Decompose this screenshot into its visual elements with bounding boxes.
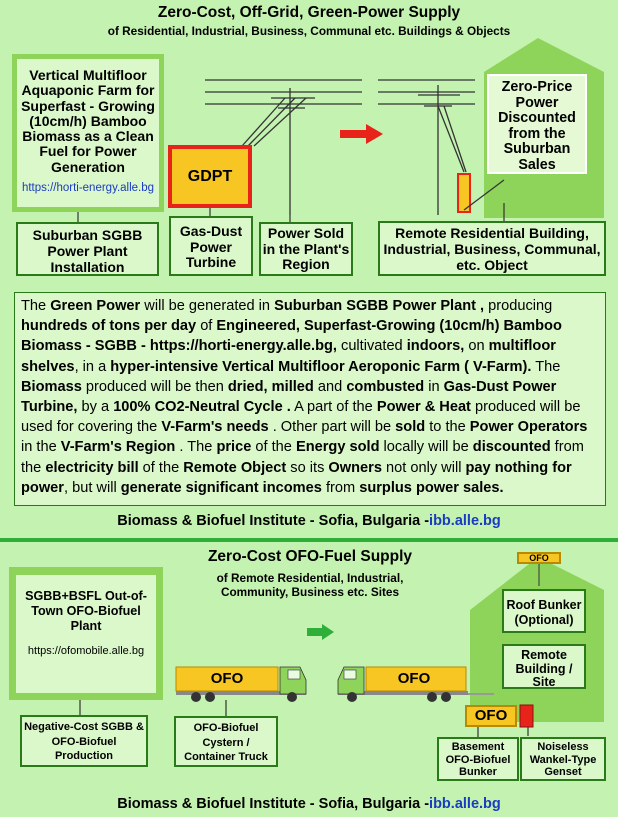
- truck-left-icon: [175, 666, 307, 702]
- paragraph-segment: of: [196, 318, 217, 335]
- gdpt-box: GDPT: [168, 145, 252, 208]
- farm-box-text: Vertical Multifloor Aquaponic Farm for S…: [21, 67, 155, 175]
- paragraph-segment: price: [216, 439, 252, 456]
- paragraph-segment: in the: [21, 439, 61, 456]
- truck-right-icon: [337, 666, 468, 702]
- green-arrow-icon: [307, 624, 334, 640]
- bottom-footer-text: Biomass & Biofuel Institute - Sofia, Bul…: [117, 796, 430, 812]
- top-footer-link[interactable]: ibb.alle.bg: [429, 513, 501, 529]
- bottom-subtitle: of Remote Residential, Industrial, Commu…: [216, 571, 404, 599]
- label-remote-object: Remote Residential Building, Industrial,…: [378, 221, 606, 276]
- paragraph-segment: dried, milled: [227, 378, 314, 395]
- house-bottom-shape: [470, 557, 604, 722]
- paragraph-segment: . Other part will be: [268, 419, 396, 436]
- roof-ofo-tag: OFO: [517, 552, 561, 564]
- paragraph-segment: produced will be used for covering the: [21, 399, 581, 436]
- label-power-sold: Power Sold in the Plant's Region: [259, 222, 353, 276]
- label-basement-bunker: Basement OFO-Biofuel Bunker: [437, 737, 519, 781]
- paragraph-segment: hundreds of tons per day: [21, 318, 197, 335]
- paragraph-segment: will be generated in: [140, 298, 275, 314]
- red-arrow-icon: [340, 124, 383, 144]
- paragraph-segment: from the: [21, 439, 584, 476]
- farm-box: Vertical Multifloor Aquaponic Farm for S…: [12, 54, 164, 212]
- truck-left-label: OFO: [210, 670, 244, 687]
- farm-box-link[interactable]: https://horti-energy.alle.bg: [21, 182, 155, 195]
- truck-right-label: OFO: [397, 670, 431, 687]
- bottom-title: Zero-Cost OFO-Fuel Supply: [207, 548, 413, 565]
- label-plant: Suburban SGBB Power Plant Installation: [16, 222, 159, 276]
- paragraph-segment: pay nothing for power: [21, 459, 572, 496]
- label-negative-cost: Negative-Cost SGBB & OFO-Biofuel Product…: [20, 715, 148, 767]
- paragraph-segment: from: [321, 479, 360, 496]
- paragraph-segment: Owners: [328, 459, 382, 476]
- paragraph-segment: by a: [77, 399, 114, 416]
- paragraph-segment: Power Operators: [469, 419, 588, 436]
- paragraph-segment: Green Power: [50, 298, 141, 314]
- ofo-plant-link[interactable]: https://ofomobile.alle.bg: [27, 645, 145, 657]
- paragraph-segment: , but will: [63, 479, 121, 496]
- paragraph-segment: electricity bill: [45, 459, 139, 476]
- paragraph-segment: on: [464, 338, 489, 355]
- section-divider: [0, 538, 618, 542]
- paragraph-segment: Suburban SGBB Power Plant ,: [274, 298, 485, 314]
- paragraph-segment: indoors,: [406, 338, 465, 355]
- label-turbine: Gas-Dust Power Turbine: [169, 216, 253, 276]
- label-cystern-truck: OFO-Biofuel Cystern / Container Truck: [174, 716, 278, 767]
- paragraph-segment: Biomass: [21, 378, 82, 395]
- paragraph-segment: , in a: [74, 358, 111, 375]
- genset-icon: [519, 704, 534, 728]
- paragraph-segment: The: [531, 358, 561, 375]
- paragraph-segment: The: [21, 298, 51, 314]
- paragraph-segment: surplus power sales.: [359, 479, 504, 496]
- paragraph-segment: generate significant incomes: [120, 479, 322, 496]
- power-meter-icon: [457, 173, 471, 213]
- paragraph-segment: sold: [395, 419, 426, 436]
- ofo-plant-text: SGBB+BSFL Out-of-Town OFO-Biofuel Plant: [25, 589, 147, 633]
- paragraph-segment: discounted: [472, 439, 551, 456]
- bottom-footer-link[interactable]: ibb.alle.bg: [429, 796, 501, 812]
- paragraph-segment: 100% CO2-Neutral Cycle .: [113, 399, 291, 416]
- paragraph-segment: to the: [425, 419, 470, 436]
- power-pole-left: [205, 79, 362, 215]
- paragraph-segment: . The: [175, 439, 217, 456]
- paragraph-segment: Energy sold: [295, 439, 380, 456]
- roof-bunker-box: Roof Bunker (Optional): [502, 589, 586, 633]
- paragraph-segment: Gas-Dust Power Turbine,: [21, 378, 557, 416]
- paragraph-segment: producing: [484, 298, 553, 314]
- ofo-plant-box: SGBB+BSFL Out-of-Town OFO-Biofuel Plant …: [16, 575, 156, 693]
- paragraph-segment: V-Farm's needs: [161, 419, 269, 436]
- paragraph-segment: V-Farm's Region: [60, 439, 176, 456]
- paragraph-segment: combusted: [346, 378, 425, 395]
- top-footer-text: Biomass & Biofuel Institute - Sofia, Bul…: [117, 513, 430, 529]
- paragraph-segment: in: [424, 378, 444, 395]
- paragraph-segment: of the: [251, 439, 296, 456]
- paragraph-segment: so its: [286, 459, 329, 476]
- paragraph-segment: locally will be: [379, 439, 473, 456]
- top-subtitle: of Residential, Industrial, Business, Co…: [107, 24, 511, 38]
- paragraph-segment: multifloor shelves: [21, 338, 556, 375]
- paragraph-segment: Remote Object: [183, 459, 287, 476]
- top-title: Zero-Cost, Off-Grid, Green-Power Supply: [157, 4, 461, 21]
- paragraph-segment: Engineered, Superfast-Growing (10cm/h) B…: [21, 318, 562, 355]
- paragraph-segment: Power & Heat: [376, 399, 471, 416]
- paragraph-segment: not only will: [381, 459, 466, 476]
- basement-ofo-tag: OFO: [465, 705, 517, 727]
- remote-site-box: Remote Building / Site: [502, 644, 586, 689]
- paragraph-segment: A part of the: [290, 399, 377, 416]
- paragraph-segment: hyper-intensive Vertical Multifloor Aero…: [110, 358, 532, 375]
- paragraph-segment: and: [313, 378, 347, 395]
- paragraph-segment: of the: [138, 459, 184, 476]
- top-footer: Biomass & Biofuel Institute - Sofia, Bul…: [0, 513, 618, 529]
- description-paragraph: The Green Power will be generated in Sub…: [14, 292, 606, 506]
- bottom-footer: Biomass & Biofuel Institute - Sofia, Bul…: [0, 796, 618, 812]
- power-pole-right: [378, 79, 475, 215]
- paragraph-segment: cultivated: [336, 338, 407, 355]
- paragraph-segment: produced will be then: [81, 378, 228, 395]
- label-genset: Noiseless Wankel-Type Genset: [520, 737, 606, 781]
- zero-price-box: Zero-Price Power Discounted from the Sub…: [487, 74, 587, 174]
